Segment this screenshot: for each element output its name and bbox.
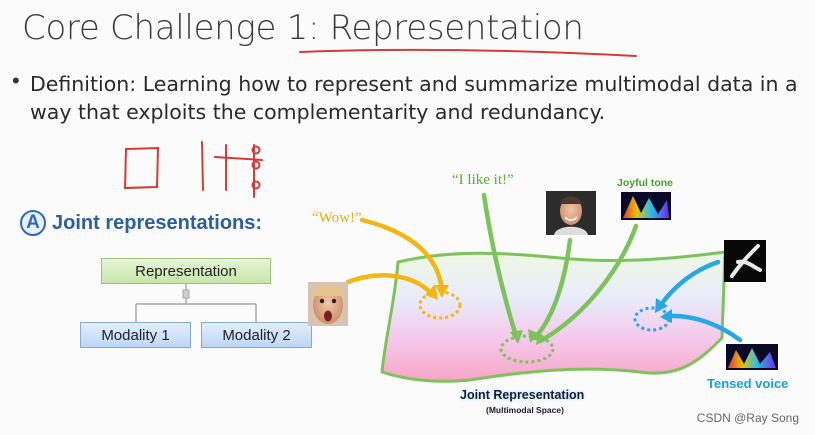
- wow-quote-label: “Wow!”: [312, 210, 362, 226]
- title-underline: [299, 48, 637, 57]
- yellow-arrows: [345, 217, 445, 298]
- slide-title: Core Challenge 1: Representation: [22, 8, 584, 48]
- red-square-sketch: [123, 146, 160, 190]
- handwritten-annotations: [123, 48, 637, 198]
- tensed-gesture-image: [724, 240, 766, 282]
- tensed-voice-label: Tensed voice: [707, 376, 789, 391]
- smiling-man-image: [546, 191, 596, 235]
- joint-representation-label: Joint Representation: [460, 388, 585, 402]
- bullet-marker: •: [12, 68, 20, 93]
- blue-arrowheads: [655, 298, 672, 323]
- red-vertical-stroke-1: [201, 141, 204, 191]
- red-dot-1: [251, 145, 261, 155]
- green-arrows: [481, 192, 639, 343]
- surprised-face-image: [308, 282, 348, 326]
- joyful-tone-label: Joyful tone: [617, 177, 674, 189]
- multimodal-space-sheet: [380, 250, 727, 383]
- section-heading-text: Joint representations:: [52, 211, 263, 234]
- modality-2-box: Modality 2: [201, 322, 312, 348]
- yellow-arrowheads: [425, 284, 449, 300]
- diagram-connector: [135, 284, 257, 322]
- like-quote-label: “I like it!”: [452, 172, 514, 188]
- green-arrowheads: [510, 329, 548, 345]
- watermark-text: CSDN @Ray Song: [696, 411, 799, 425]
- blue-arrows: [657, 259, 743, 343]
- red-dot-2: [251, 160, 261, 170]
- representation-box: Representation: [101, 258, 271, 284]
- red-dot-3: [251, 180, 261, 190]
- joint-representations-heading: A Joint representations:: [20, 207, 262, 239]
- section-badge: A: [20, 210, 46, 236]
- red-cross-stroke: [214, 156, 263, 161]
- joyful-tone-spectrogram: [621, 192, 671, 220]
- multimodal-space-label: (Multimodal Space): [486, 405, 564, 415]
- tensed-voice-spectrogram: [726, 344, 778, 370]
- modality-1-box: Modality 1: [80, 322, 191, 348]
- definition-text: Definition: Learning how to represent an…: [30, 72, 798, 124]
- green-target-cluster: [499, 334, 555, 364]
